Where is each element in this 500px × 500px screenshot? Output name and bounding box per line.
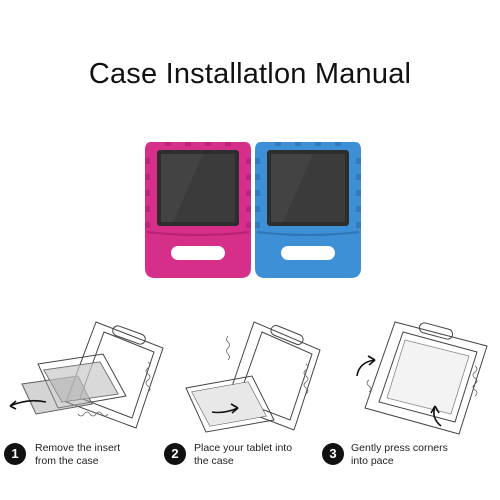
step-3-line-2: into pace bbox=[351, 455, 394, 467]
step-1-line-1: Remove the insert bbox=[35, 442, 121, 454]
step-1-illustration bbox=[8, 318, 170, 438]
step-2-line-1: Place your tablet into bbox=[194, 442, 293, 454]
step-2-instruction: Place your tablet into the case bbox=[194, 442, 324, 468]
step-1-number-badge: 1 bbox=[4, 443, 26, 465]
step-2-illustration bbox=[168, 318, 330, 438]
blue-case-illustration bbox=[255, 142, 361, 278]
blue-case-image bbox=[253, 138, 363, 288]
step-3-illustration bbox=[335, 318, 497, 438]
step-1-instruction: Remove the insert from the case bbox=[35, 442, 165, 468]
pink-case-illustration bbox=[145, 142, 251, 278]
step-3-instruction: Gently press corners into pace bbox=[351, 442, 481, 468]
step-3-number-badge: 3 bbox=[322, 443, 344, 465]
pink-case-image bbox=[143, 138, 253, 288]
manual-title: Case Installatlon Manual bbox=[88, 58, 412, 90]
step-2-number-badge: 2 bbox=[164, 443, 186, 465]
step-1-line-2: from the case bbox=[35, 455, 99, 467]
step-2-line-2: the case bbox=[194, 455, 234, 467]
step-3-line-1: Gently press corners bbox=[351, 442, 448, 454]
